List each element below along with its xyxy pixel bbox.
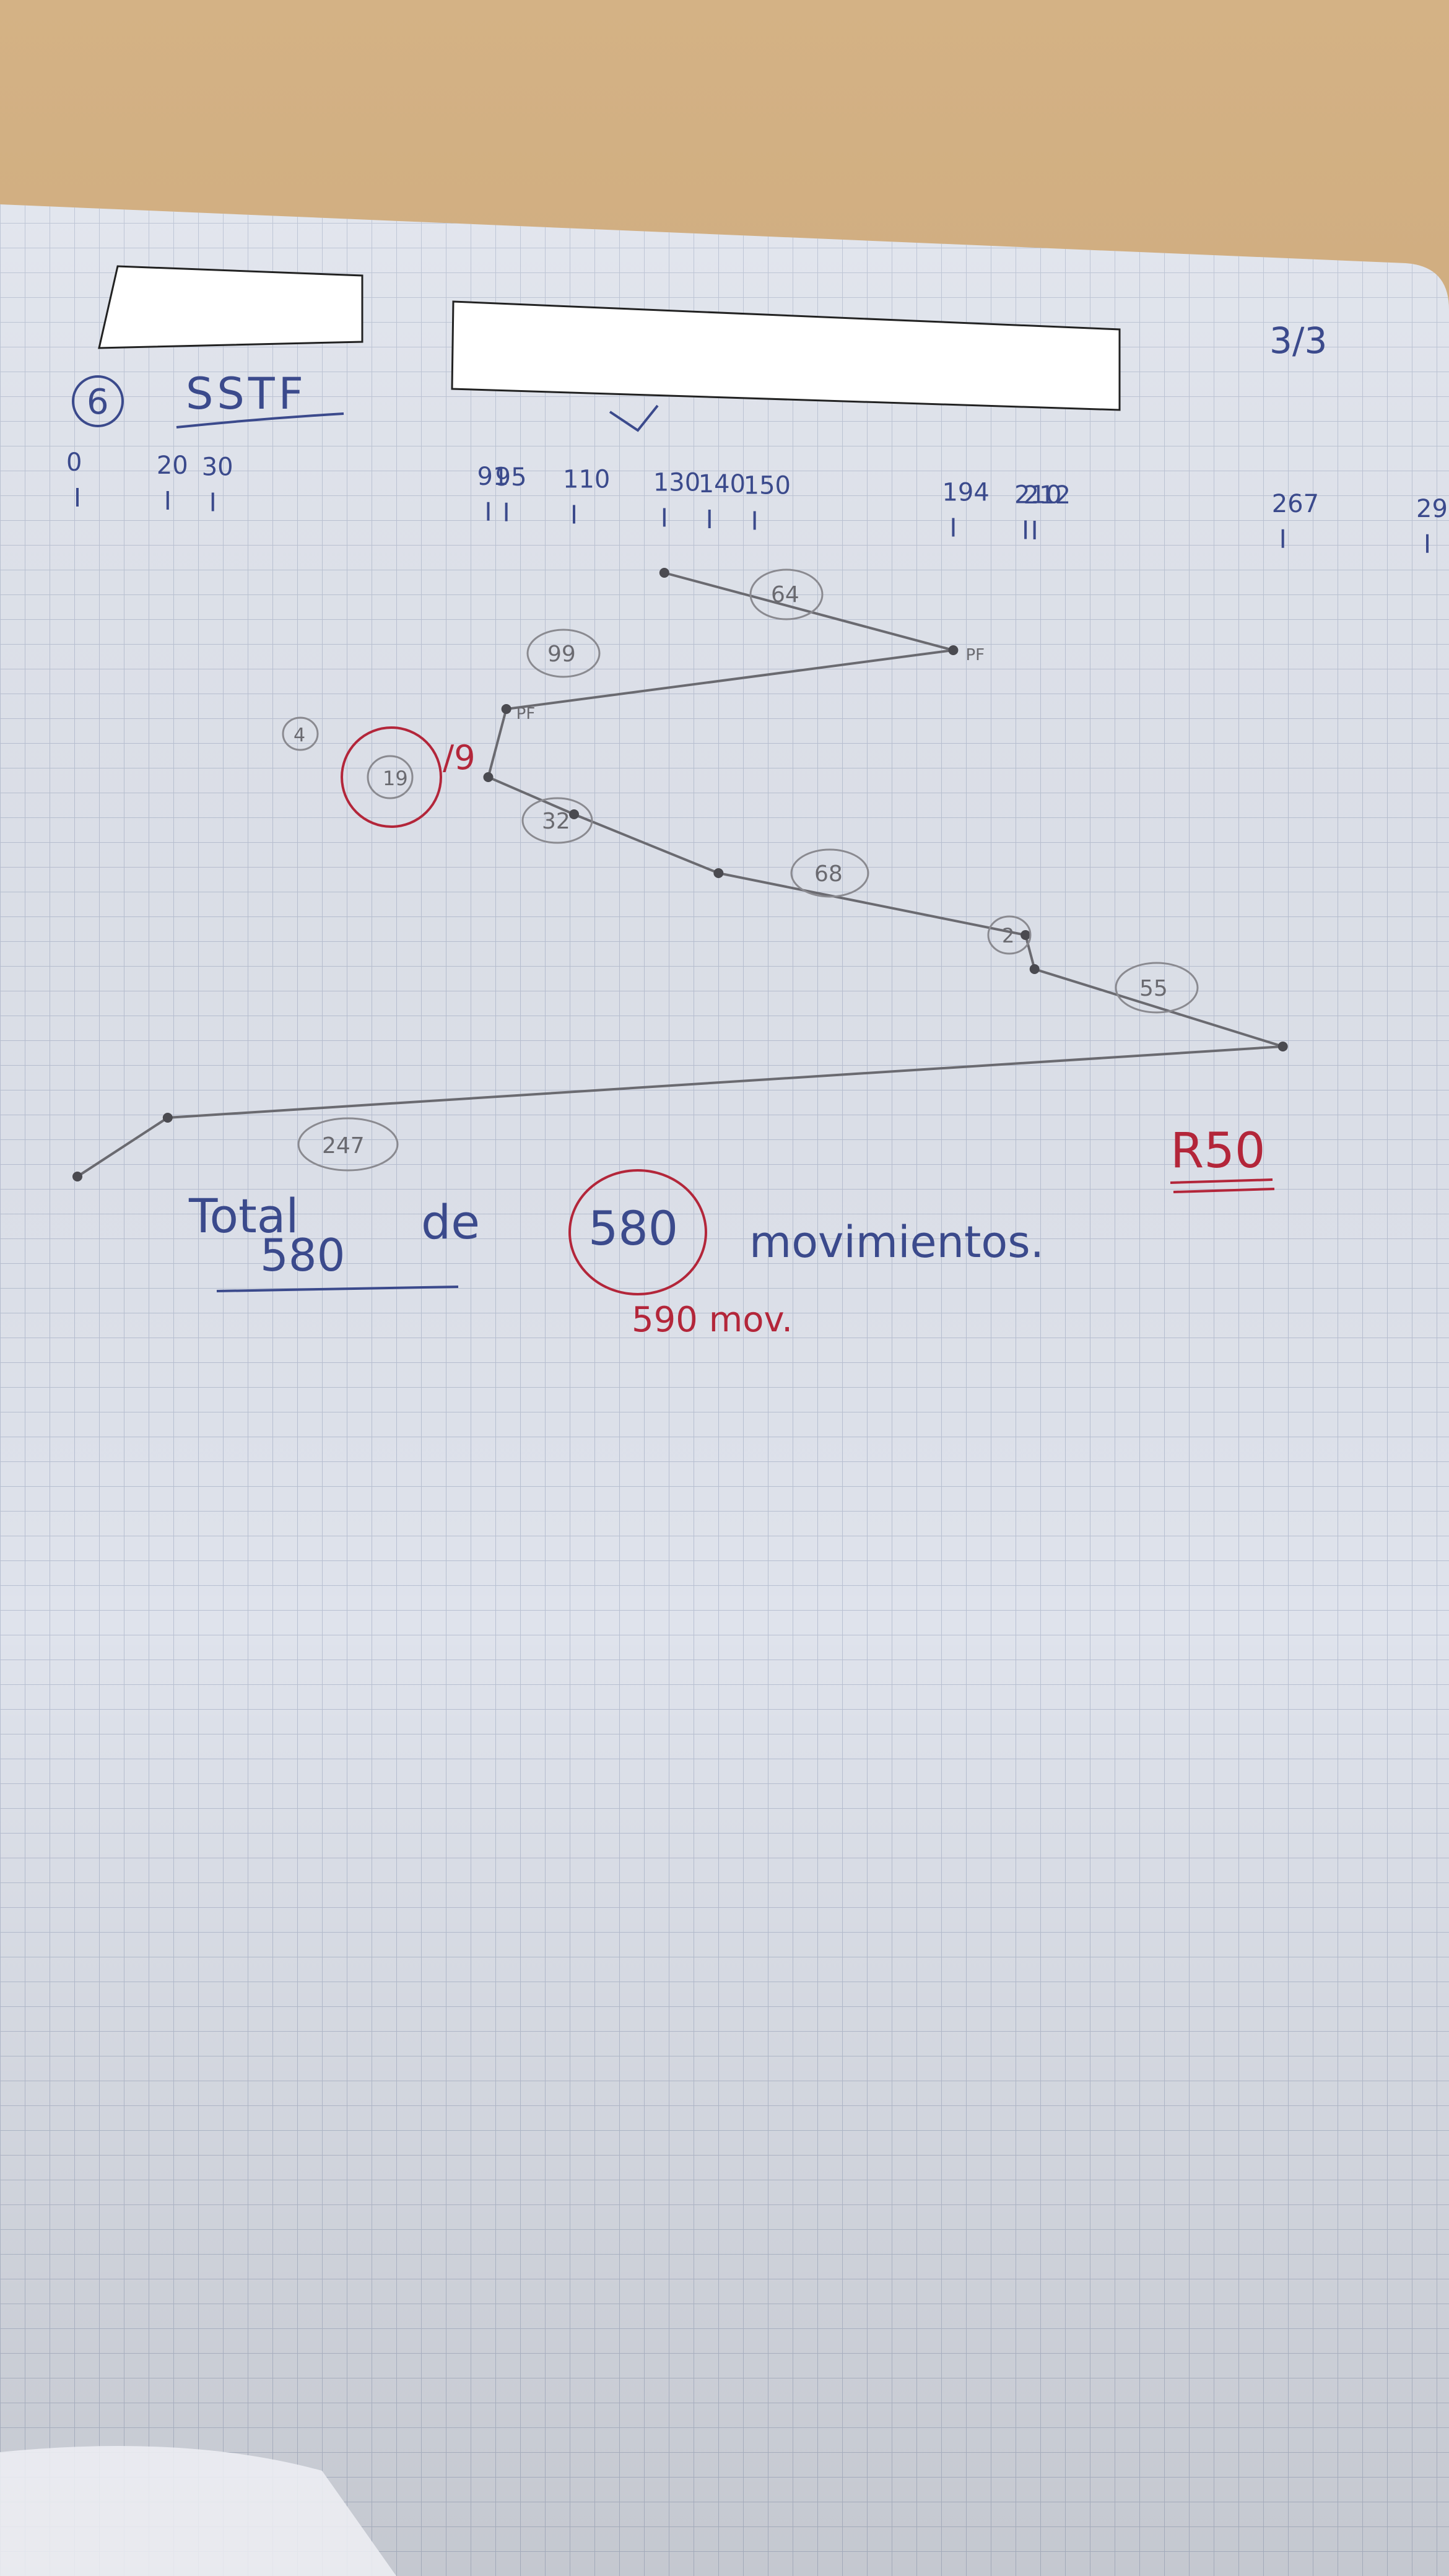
axis-tick-label: 299	[1416, 495, 1449, 523]
axis-tick-label: 194	[942, 479, 989, 507]
head-position-dot	[483, 772, 494, 782]
segment-label: 68	[814, 861, 843, 887]
axis-tick-label: 150	[744, 472, 791, 500]
axis-tick-label: 267	[1272, 490, 1319, 518]
axis-tick-label: 20	[157, 451, 188, 480]
page-fault-mark: PF	[516, 705, 536, 723]
head-position-dot	[1029, 964, 1040, 974]
axis-tick-label: 212	[1024, 481, 1071, 510]
answer-value: 580	[588, 1201, 678, 1256]
axis-tick-label: 95	[495, 463, 527, 492]
segment-label: 99	[547, 642, 576, 667]
answer-de-label: de	[421, 1194, 480, 1250]
page-fault-mark: PF	[965, 646, 985, 664]
answer-unit: movimientos.	[749, 1217, 1044, 1268]
segment-label: 19	[383, 767, 408, 790]
answer-underline	[216, 1286, 459, 1292]
segment-label: 64	[771, 582, 799, 607]
check-mark	[609, 404, 659, 432]
teacher-correction: 590 mov.	[632, 1300, 793, 1340]
answer-line: Total 580 de 580 movimientos.	[188, 1188, 1044, 1292]
head-position-dot	[162, 1113, 173, 1123]
sstf-head-path: PF PF	[72, 568, 1288, 1181]
axis-tick-label: 210	[1014, 481, 1061, 510]
title-underline	[176, 412, 344, 429]
head-position-dot	[1020, 930, 1031, 940]
grade-underline	[1170, 1178, 1275, 1193]
axis-tick-label: 130	[653, 469, 700, 497]
segment-label: 247	[322, 1133, 365, 1159]
head-position-dot	[659, 568, 669, 578]
page-number: 3/3	[1269, 320, 1327, 362]
red-correction-circle	[341, 726, 442, 828]
folded-corner	[0, 2446, 396, 2576]
axis-tick-label: 91	[477, 463, 508, 491]
axis-tick-label: 0	[66, 448, 82, 477]
segment-label: 2	[1002, 924, 1014, 947]
head-position-dot	[713, 868, 724, 878]
problem-number: 6	[87, 382, 109, 422]
axis-tick-label: 110	[563, 466, 610, 494]
segment-label: 32	[542, 809, 570, 834]
head-position-dot	[1277, 1042, 1288, 1051]
head-position-dot	[501, 704, 511, 714]
answer-total-label: Total	[188, 1188, 299, 1243]
axis-tick-label: 30	[202, 453, 233, 482]
segment-label: 55	[1139, 976, 1168, 1001]
red-correction-mark: /9	[443, 738, 476, 777]
redacted-header-box	[451, 300, 1121, 411]
head-position-dot	[569, 809, 580, 819]
algorithm-title: SSTF	[186, 368, 307, 419]
head-position-dot	[72, 1172, 82, 1181]
paper-sheet	[0, 204, 1449, 2576]
segment-labels: 64 99 4 19 32 68 2 55 247	[282, 568, 1199, 1172]
problem-number-circle	[72, 375, 124, 427]
answer-total-value: 580	[260, 1229, 345, 1281]
teacher-grade: R50	[1170, 1123, 1265, 1179]
axis-tick-label: 140	[698, 470, 746, 498]
segment-label: 4	[294, 724, 305, 746]
head-position-dot	[948, 645, 959, 655]
redacted-name-box	[98, 265, 363, 349]
red-answer-circle	[568, 1169, 707, 1295]
